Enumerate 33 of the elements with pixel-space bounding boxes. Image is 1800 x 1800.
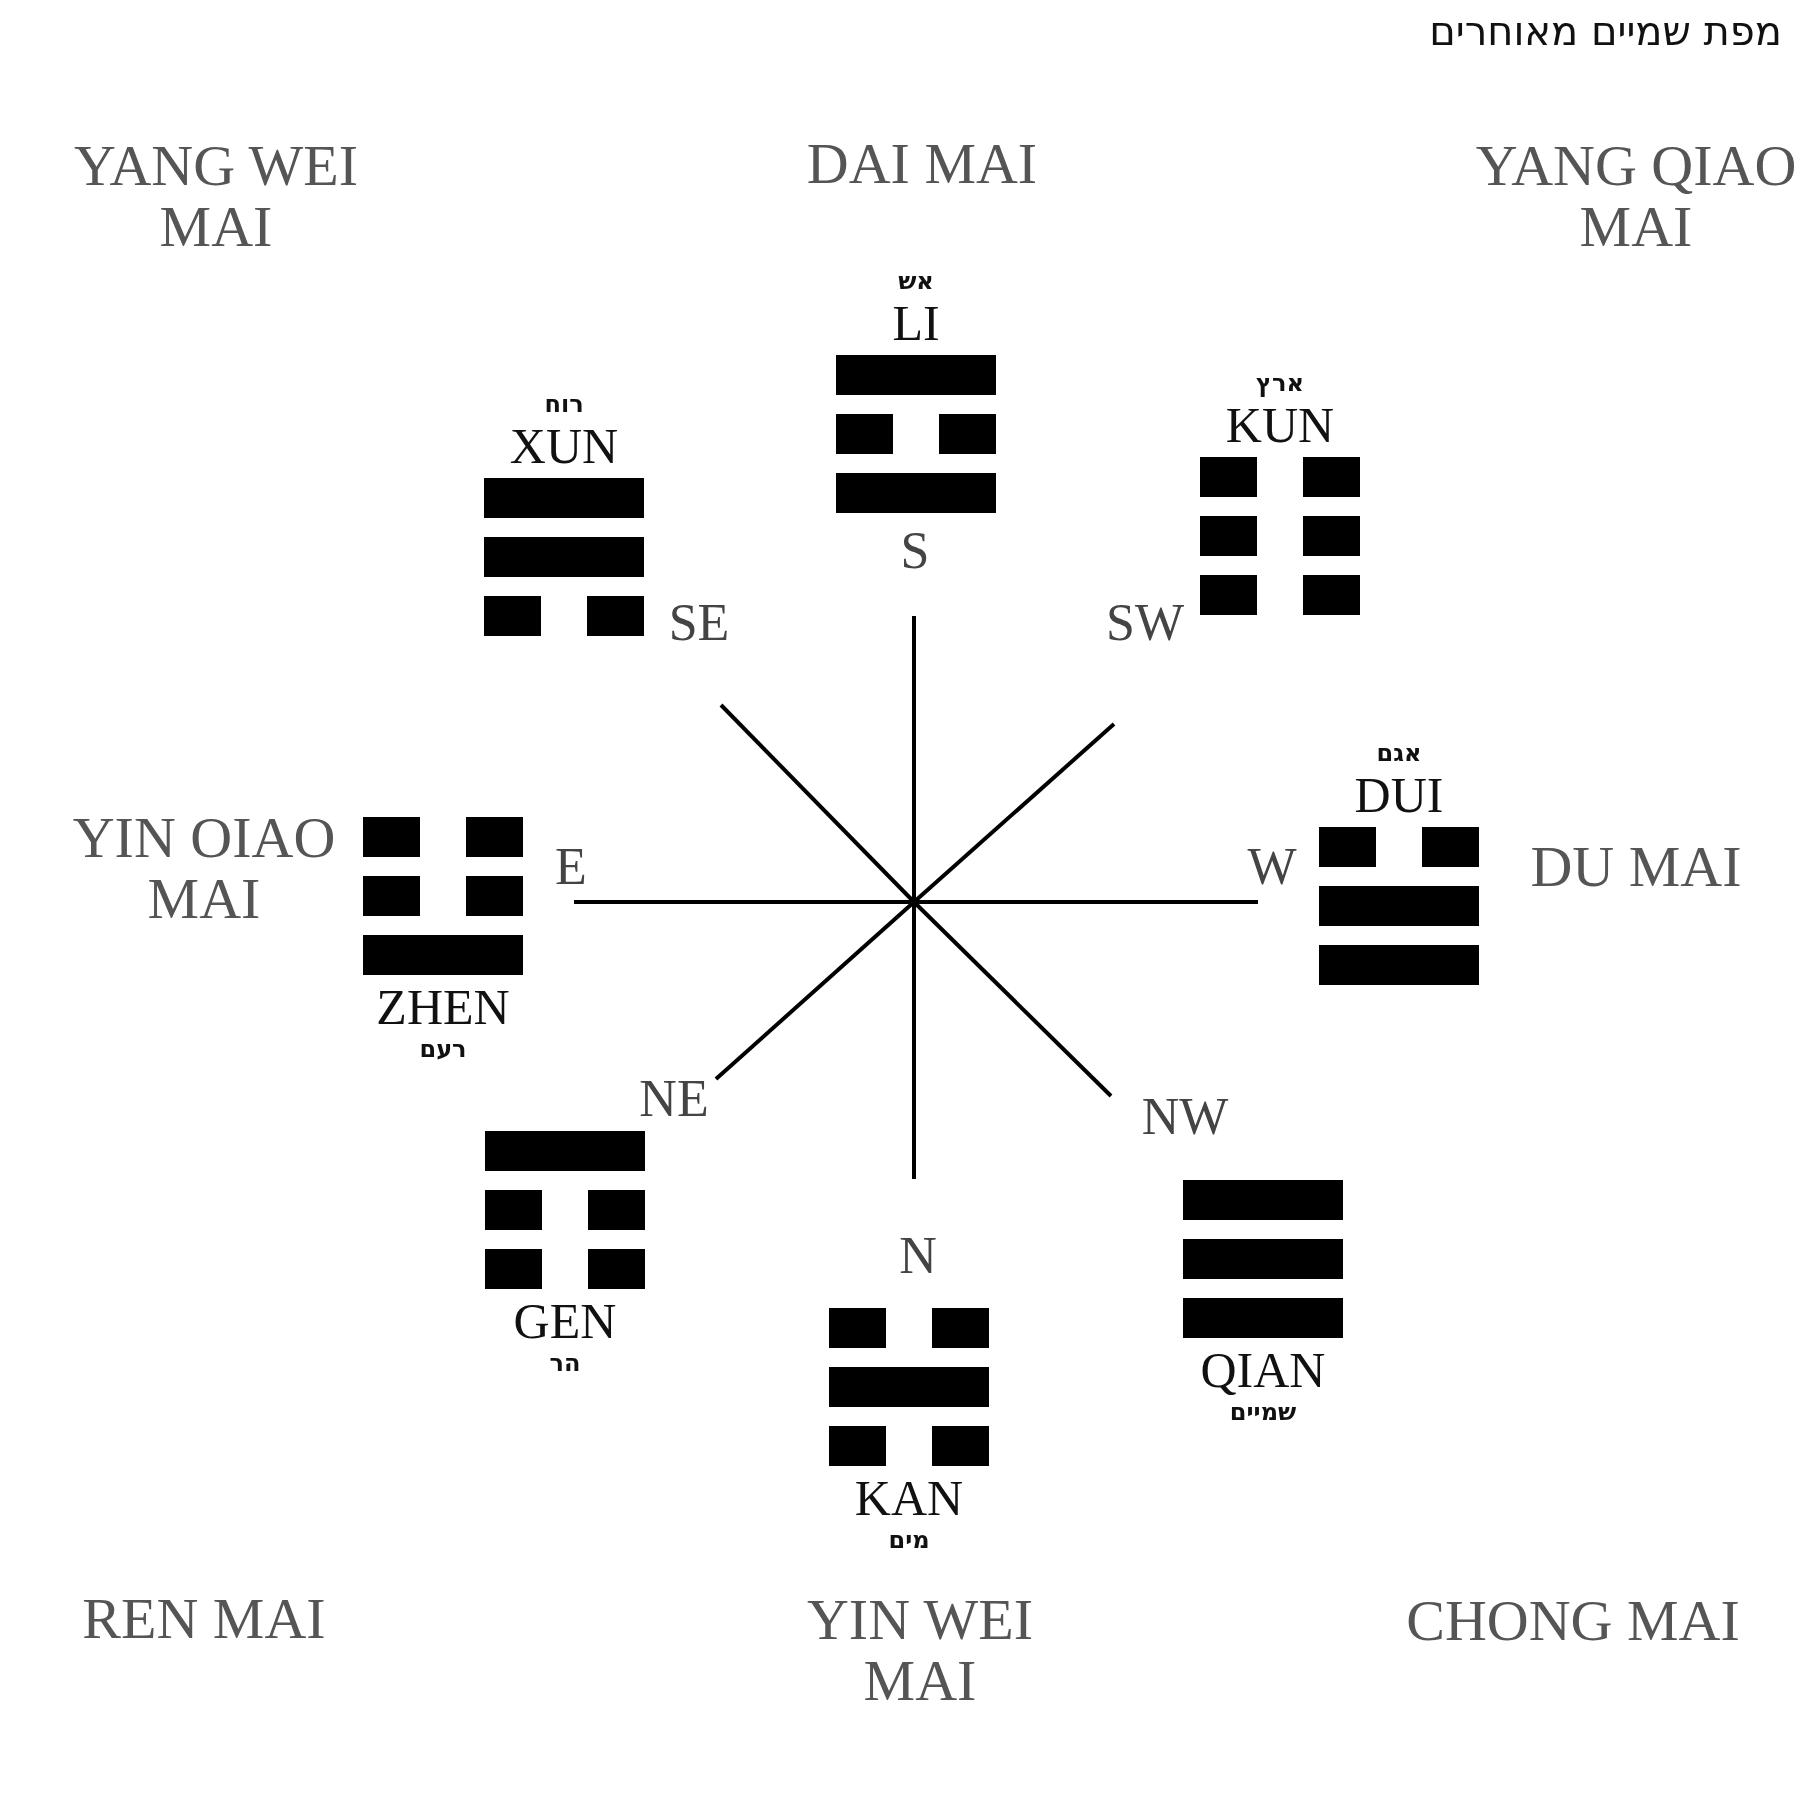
meridian-name: REN MAI — [82, 1588, 326, 1650]
trigram-meaning: רעם — [419, 1034, 467, 1065]
compass-direction: S — [900, 523, 930, 579]
meridian-name: CHONG MAI — [1406, 1590, 1740, 1652]
meridian-name: YANG QIAO MAI — [1474, 136, 1798, 258]
trigram-meaning: אש — [898, 266, 934, 297]
title: מפת שמיים מאוחרים — [1429, 8, 1782, 54]
trigram-name: GEN — [513, 1295, 617, 1347]
meridian-name: YIN OIAO MAI — [71, 808, 337, 930]
trigram-name: ZHEN — [376, 981, 510, 1033]
compass-direction: N — [899, 1228, 937, 1284]
meridian-name: DU MAI — [1530, 836, 1742, 898]
trigram-name: XUN — [509, 420, 619, 472]
trigram-name: LI — [892, 297, 940, 349]
compass-direction: NW — [1141, 1089, 1229, 1145]
trigram-meaning: ארץ — [1256, 368, 1304, 399]
trigram-meaning: אגם — [1376, 738, 1422, 769]
compass-direction: NE — [639, 1071, 709, 1127]
trigram-name: KAN — [854, 1472, 964, 1524]
meridian-name: YANG WEI MAI — [72, 136, 360, 258]
trigram-meaning: רוח — [544, 389, 584, 420]
trigram-meaning: הר — [549, 1348, 581, 1379]
meridian-name: DAI MAI — [806, 133, 1038, 195]
trigram-name: DUI — [1354, 769, 1444, 821]
meridian-name: YIN WEI MAI — [806, 1590, 1034, 1712]
compass-direction: E — [555, 839, 587, 895]
compass-direction: SW — [1106, 595, 1184, 651]
trigram-meaning: שמיים — [1229, 1397, 1297, 1428]
compass-direction: SE — [668, 595, 730, 651]
compass-direction: W — [1247, 839, 1297, 895]
trigram-name: KUN — [1225, 399, 1335, 451]
trigram-name: QIAN — [1200, 1344, 1326, 1396]
trigram-meaning: מים — [888, 1525, 930, 1556]
